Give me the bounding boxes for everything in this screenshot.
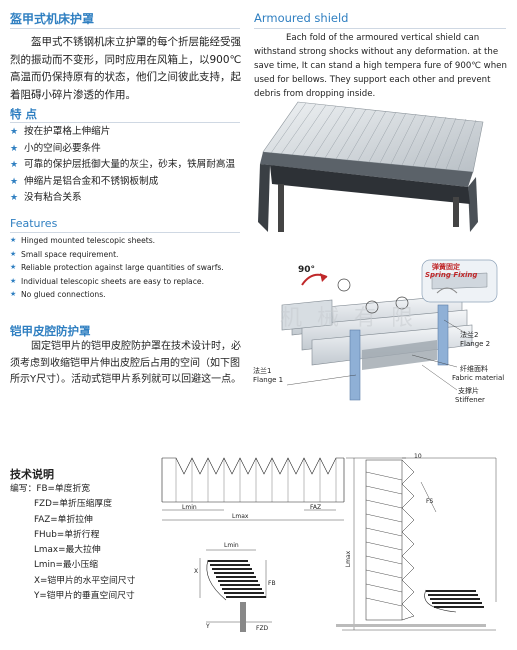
- fabric-material: [362, 340, 437, 370]
- divider: [254, 28, 506, 29]
- list-item: ★按在护罩格上伸缩片: [10, 124, 235, 141]
- star-icon: ★: [10, 176, 19, 187]
- angle-label: 90°: [298, 265, 316, 275]
- intro-en-body: Each fold of the armoured vertical shiel…: [254, 33, 507, 99]
- tech-item: Y=铠甲片的垂直空间尺寸: [34, 591, 135, 602]
- dim-fb: FB: [268, 580, 276, 587]
- divider: [10, 28, 240, 29]
- intro-en-title: Armoured shield: [254, 11, 349, 25]
- list-item: ★小的空间必要条件: [10, 141, 235, 158]
- divider: [10, 232, 240, 233]
- dim-lmin: Lmin: [182, 504, 197, 511]
- compressed-detail-drawing: [199, 549, 272, 632]
- list-item: ★No glued connections.: [10, 288, 224, 302]
- features-en-list: ★Hinged mounted telescopic sheets. ★Smal…: [10, 234, 224, 302]
- divider: [10, 122, 240, 123]
- dim-faz: FAZ: [310, 504, 322, 511]
- spring-fixing-en: Spring Fixing: [425, 271, 478, 279]
- star-icon: ★: [10, 276, 17, 285]
- dim-fs: FS: [426, 498, 434, 505]
- tech-title: 技术说明: [10, 468, 54, 481]
- vertical-dimension-drawing: [336, 457, 497, 631]
- intro-zh-body: 盔甲式不锈钢机床立护罩的每个折层能经受强烈的振动而不变形，同时应用在风箱上，以9…: [10, 36, 242, 101]
- intro-zh-title: 盔甲式机床护罩: [10, 12, 95, 26]
- list-item: ★Individual telescopic sheets are easy t…: [10, 275, 224, 289]
- flange-2-en: Flange 2: [460, 340, 491, 348]
- fabric-zh: 纤维面料: [460, 365, 488, 373]
- flange-1-en: Flange 1: [253, 376, 284, 384]
- stiffener-en: Stiffener: [455, 396, 485, 404]
- features-zh-list: ★按在护罩格上伸缩片 ★小的空间必要条件 ★可靠的保护层抵御大量的灰尘，砂末，铁…: [10, 124, 235, 207]
- star-icon: ★: [10, 290, 17, 298]
- tech-item: FZD=单折压缩厚度: [34, 499, 113, 510]
- dim-lmax-vertical: Lmax: [345, 550, 353, 568]
- spring-fixing-zh: 弹簧固定: [432, 263, 460, 271]
- flange-2: [437, 304, 449, 366]
- skin-title: 铠甲皮腔防护罩: [10, 324, 91, 338]
- list-item: ★可靠的保护层抵御大量的灰尘，砂末，铁屑耐高温: [10, 157, 235, 174]
- tech-list: 编写：FB=单度折宽 FZD=单折压缩厚度 FAZ=单折拉伸 FHub=单折行程…: [10, 482, 135, 604]
- fabric-en: Fabric material: [452, 374, 505, 382]
- horizontal-dimension-drawing: [161, 457, 345, 521]
- watermark: 机 械 有 限: [280, 306, 417, 331]
- list-item: ★Hinged mounted telescopic sheets.: [10, 234, 224, 248]
- stiffener-zh: 支撑片: [458, 387, 479, 395]
- tech-item: Lmin=最小压缩: [34, 560, 99, 571]
- tech-item: 编写：FB=单度折宽: [10, 484, 91, 494]
- tech-item: FAZ=单折拉伸: [34, 514, 93, 525]
- star-icon: ★: [10, 263, 17, 271]
- tech-item: FHub=单折行程: [34, 529, 100, 540]
- flange-2-zh: 法兰2: [460, 331, 479, 339]
- dim-y: Y: [206, 623, 210, 630]
- list-item: ★Small space requirement.: [10, 248, 224, 262]
- star-icon: ★: [10, 160, 19, 170]
- features-zh-title: 特 点: [10, 107, 38, 121]
- list-item: ★伸缩片是铝合金和不锈钢板制成: [10, 174, 235, 191]
- flange-1-zh: 法兰1: [253, 367, 272, 375]
- flange-1: [349, 329, 361, 401]
- star-icon: ★: [10, 249, 17, 258]
- dim-ten: 10: [414, 453, 422, 460]
- skin-body: 固定铠甲片的铠甲皮腔防护罩在技术设计时，必须考虑到收缩铠甲片伸出皮腔后占用的空间…: [10, 341, 242, 385]
- star-icon: ★: [10, 236, 17, 244]
- list-item: ★没有粘合关系: [10, 190, 235, 207]
- star-icon: ★: [10, 143, 19, 154]
- spring-fixing-diagram: [281, 259, 498, 401]
- star-icon: ★: [10, 193, 19, 203]
- dim-lmin-detail: Lmin: [224, 542, 239, 549]
- star-icon: ★: [10, 127, 19, 137]
- tech-item: X=铠甲片的水平空间尺寸: [34, 575, 136, 586]
- features-en-title: Features: [10, 217, 58, 230]
- tech-item: Lmax=最大拉伸: [34, 545, 101, 556]
- armoured-shield-illustration: [258, 101, 484, 232]
- dim-lmax: Lmax: [232, 513, 249, 520]
- dim-x: X: [194, 568, 199, 575]
- list-item: ★Reliable protection against large quant…: [10, 261, 224, 275]
- dim-fzd: FZD: [256, 625, 269, 632]
